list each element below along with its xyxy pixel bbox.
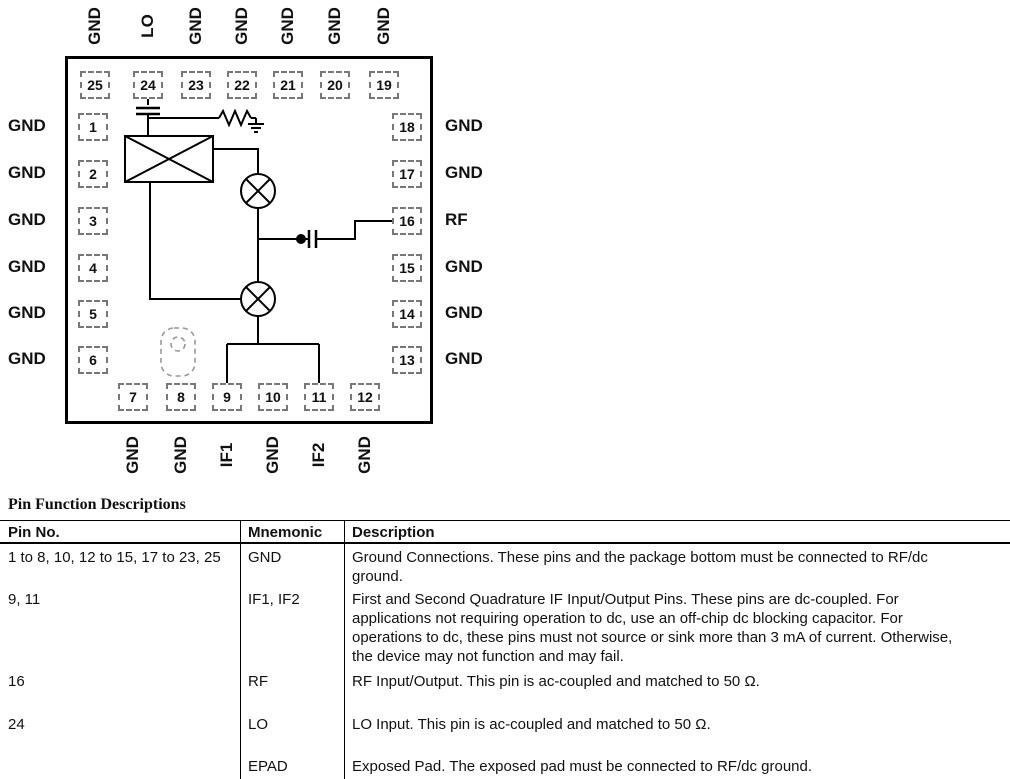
rf-coupling-capacitor-icon [307,230,318,248]
pin-5: 5 [78,300,108,328]
pin-2-label: GND [8,163,46,182]
pin-21-label: GND [278,7,297,45]
pin-24-label: LO [138,14,157,38]
table-title: Pin Function Descriptions [8,496,186,513]
pin-19: 19 [369,71,399,99]
pin-7: 7 [118,383,148,411]
pin-6: 6 [78,346,108,374]
pin-9: 9 [212,383,242,411]
table-row-mnemonic: LO [248,716,269,733]
pin-12-label: GND [355,436,374,474]
pin-22-label: GND [232,7,251,45]
pin-18: 18 [392,113,422,141]
table-row-pin: 1 to 8, 10, 12 to 15, 17 to 23, 25 [8,549,221,566]
pin-19-label: GND [374,7,393,45]
pin-7-label: GND [123,436,142,474]
pin-14-label: GND [445,303,483,322]
pin-15-label: GND [445,257,483,276]
table-column-rule-1 [240,520,241,779]
table-row-description: Ground Connections. These pins and the p… [352,549,928,585]
quadrature-hybrid-icon [124,135,214,183]
if-path-wiring [226,316,320,383]
col-header-mnemonic: Mnemonic [248,524,323,541]
pin-23-label: GND [186,7,205,45]
chip-outline [65,56,433,424]
junction-dot [296,234,306,244]
pin-8: 8 [166,383,196,411]
pin-12: 12 [350,383,380,411]
pin-23: 23 [181,71,211,99]
table-row-mnemonic: RF [248,673,268,690]
table-top-rule [0,520,1010,521]
pin-1: 1 [78,113,108,141]
pin-4-label: GND [8,257,46,276]
pin-21: 21 [273,71,303,99]
pin-15: 15 [392,254,422,282]
mixer-2-icon [240,281,276,317]
pin-20-label: GND [325,7,344,45]
pin-3: 3 [78,207,108,235]
table-row-pin: 24 [8,716,25,733]
table-column-rule-2 [344,520,345,779]
pin-5-label: GND [8,303,46,322]
pin-1-label: GND [8,116,46,135]
pin-6-label: GND [8,349,46,368]
pin-3-label: GND [8,210,46,229]
pin-11: 11 [304,383,334,411]
table-row-mnemonic: IF1, IF2 [248,591,300,608]
pin-2: 2 [78,160,108,188]
table-row-description: First and Second Quadrature IF Input/Out… [352,591,953,665]
table-row-description: RF Input/Output. This pin is ac-coupled … [352,673,760,690]
pin-17-label: GND [445,163,483,182]
pin-18-label: GND [445,116,483,135]
col-header-pin-no: Pin No. [8,524,60,541]
table-row-description: Exposed Pad. The exposed pad must be con… [352,758,813,775]
pin-25-label: GND [85,7,104,45]
table-row-pin: 9, 11 [8,591,41,608]
pin-13: 13 [392,346,422,374]
epad-marker-icon [160,327,196,377]
pin-20: 20 [320,71,350,99]
pin-22: 22 [227,71,257,99]
pin-10: 10 [258,383,288,411]
pin-13-label: GND [445,349,483,368]
ground-symbol-icon [248,118,264,133]
pin-17: 17 [392,160,422,188]
pin-4: 4 [78,254,108,282]
table-row-mnemonic: GND [248,549,282,566]
pin-25: 25 [80,71,110,99]
wiring [149,148,259,300]
lo-coupling-capacitor-icon [136,99,160,136]
rf-path-wiring [257,208,392,282]
table-row-pin: 16 [8,673,25,690]
pin-24: 24 [133,71,163,99]
table-row-mnemonic: EPAD [248,758,288,775]
pin-9-label: IF1 [217,442,236,468]
pin-10-label: GND [263,436,282,474]
pin-14: 14 [392,300,422,328]
termination-resistor-icon [148,108,256,128]
table-header-rule [0,542,1010,544]
mixer-1-icon [240,173,276,209]
table-row-description: LO Input. This pin is ac-coupled and mat… [352,716,711,733]
pin-16-label: RF [445,210,468,229]
pin-8-label: GND [171,436,190,474]
col-header-description: Description [352,524,435,541]
pin-16: 16 [392,207,422,235]
internal-schematic [124,99,392,383]
pin-11-label: IF2 [309,442,328,468]
